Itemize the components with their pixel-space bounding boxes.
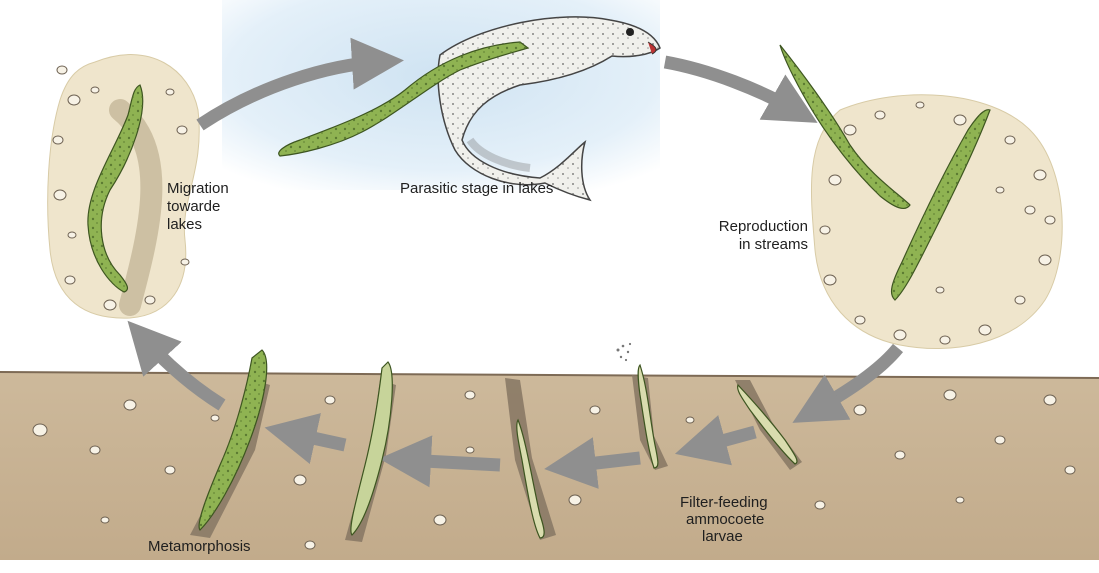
- pebble: [956, 497, 964, 503]
- arrow-larva-2: [570, 458, 640, 466]
- pebble: [894, 330, 906, 340]
- pebble: [936, 287, 944, 293]
- pebble: [916, 102, 924, 108]
- pebble: [854, 405, 866, 415]
- pebble: [940, 336, 950, 344]
- pebble: [844, 125, 856, 135]
- migration-label-line-1: Migration: [167, 180, 229, 198]
- arrow-to-streams: [665, 62, 795, 110]
- pebble: [124, 400, 136, 410]
- pebble: [995, 436, 1005, 444]
- pebble: [177, 126, 187, 134]
- filter-feeding-label: Filter-feeding ammocoete larvae: [680, 494, 768, 545]
- pebble: [101, 517, 109, 523]
- reproduction-label: Reproduction in streams: [660, 218, 808, 254]
- pebble: [57, 66, 67, 74]
- migration-label-line-3: lakes: [167, 216, 229, 234]
- pebble: [875, 111, 885, 119]
- pebble: [181, 259, 189, 265]
- pebble: [944, 390, 956, 400]
- pebble: [820, 226, 830, 234]
- pebble: [979, 325, 991, 335]
- pebble: [90, 446, 100, 454]
- pebble: [1065, 466, 1075, 474]
- reproduction-label-line-2: in streams: [660, 236, 808, 254]
- pebble: [824, 275, 836, 285]
- pebble: [68, 232, 76, 238]
- pebble: [166, 89, 174, 95]
- pebble: [829, 175, 841, 185]
- pebble: [165, 466, 175, 474]
- filter-feeding-label-line-1: Filter-feeding: [680, 494, 768, 511]
- pebble: [1034, 170, 1046, 180]
- pebble: [325, 396, 335, 404]
- migration-label-line-2: towarde: [167, 198, 229, 216]
- pebble: [91, 87, 99, 93]
- pebble: [895, 451, 905, 459]
- pebble: [1044, 395, 1056, 405]
- pebble: [590, 406, 600, 414]
- reproduction-label-line-1: Reproduction: [660, 218, 808, 236]
- pebble: [145, 296, 155, 304]
- pebble: [1025, 206, 1035, 214]
- parasitic-stage-label: Parasitic stage in lakes: [400, 180, 553, 198]
- pebble: [68, 95, 80, 105]
- pebble: [855, 316, 865, 324]
- arrow-larva-3: [405, 460, 500, 465]
- pebble: [211, 415, 219, 421]
- metamorphosis-label: Metamorphosis: [148, 538, 251, 556]
- pebble: [65, 276, 75, 284]
- pebble: [954, 115, 966, 125]
- food-particles: [617, 343, 632, 361]
- pebble: [1005, 136, 1015, 144]
- pebble: [54, 190, 66, 200]
- pebble: [1045, 216, 1055, 224]
- metamorphosis-label-text: Metamorphosis: [148, 538, 251, 556]
- pebble: [294, 475, 306, 485]
- pebble: [1039, 255, 1051, 265]
- pebble: [996, 187, 1004, 193]
- filter-feeding-label-line-3: larvae: [680, 528, 768, 545]
- pebble: [434, 515, 446, 525]
- pebble: [1015, 296, 1025, 304]
- pebble: [686, 417, 694, 423]
- pebble: [305, 541, 315, 549]
- pebble: [815, 501, 825, 509]
- parasitic-label-text: Parasitic stage in lakes: [400, 180, 553, 198]
- pebble: [569, 495, 581, 505]
- filter-feeding-label-line-2: ammocoete: [680, 511, 768, 528]
- pebble: [53, 136, 63, 144]
- pebble: [104, 300, 116, 310]
- pebble: [465, 391, 475, 399]
- pebble: [33, 424, 47, 436]
- migration-label: Migration towarde lakes: [167, 180, 229, 234]
- pebble: [466, 447, 474, 453]
